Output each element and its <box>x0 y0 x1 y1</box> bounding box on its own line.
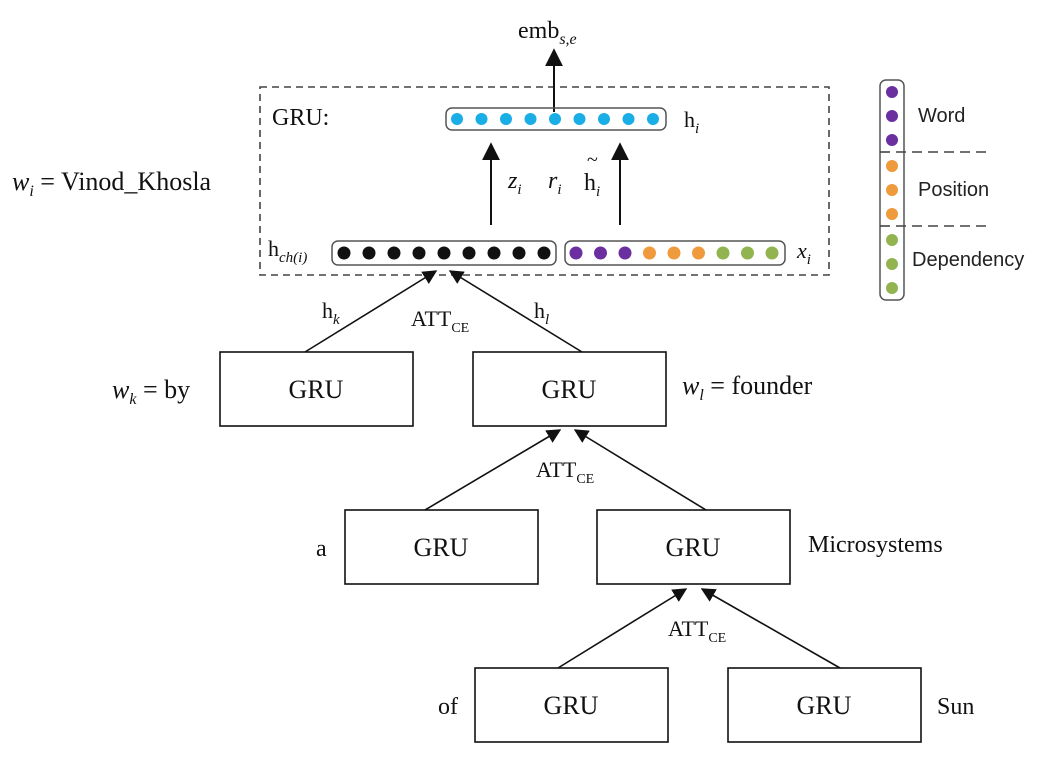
child-hidden-dot <box>362 246 376 260</box>
child-hidden-dot <box>462 246 476 260</box>
input-dot <box>667 246 681 260</box>
candidate-state-tilde: ~ <box>587 149 598 171</box>
hidden-state-dot <box>475 113 488 125</box>
gru-node-by <box>219 351 414 427</box>
child-hidden-dots <box>337 246 551 260</box>
candidate-state-label: hi <box>584 170 600 200</box>
edge-sun-to-microsystems <box>700 588 841 669</box>
edge-a-to-founder <box>424 429 562 511</box>
child-hidden-dot <box>512 246 526 260</box>
hidden-state-dot <box>500 113 512 125</box>
update-gate-label: zi <box>507 168 522 198</box>
input-label: xi <box>796 238 811 268</box>
hidden-state-dot <box>647 113 659 125</box>
legend-dot-dependency <box>886 282 898 294</box>
input-dot <box>643 246 656 260</box>
gru-node-microsystems <box>596 509 791 585</box>
child-hidden-label: hch(i) <box>268 236 307 266</box>
hidden-state-dot <box>451 113 463 125</box>
edge-founder-to-root <box>448 270 583 353</box>
legend-dot-dependency <box>886 234 898 246</box>
hidden-state-label: hi <box>684 107 699 137</box>
attention-label-3: ATTCE <box>668 616 726 646</box>
gru-node-by-label: GRU <box>289 375 344 404</box>
gru-block-title: GRU: <box>272 105 329 131</box>
edge-of-to-microsystems <box>557 588 688 669</box>
gru-node-of <box>474 667 669 743</box>
input-dot <box>716 246 730 260</box>
word-sun-label: Sun <box>937 694 974 720</box>
legend-dot-word <box>886 86 898 98</box>
hidden-state-dot <box>598 113 610 125</box>
gru-node-sun <box>727 667 922 743</box>
legend-dot-word <box>886 134 898 146</box>
child-hidden-dot <box>537 246 551 260</box>
hidden-state-dot <box>573 113 586 125</box>
root-word-label: wi = Vinod_Khosla <box>12 167 212 200</box>
input-dot <box>765 246 779 260</box>
child-hidden-dot <box>387 246 401 260</box>
legend-dot-position <box>886 160 898 172</box>
attention-label-2: ATTCE <box>536 457 594 487</box>
child-hidden-vector <box>331 240 557 266</box>
word-by-label: wk = by <box>112 375 190 408</box>
legend-word: Word <box>918 105 965 127</box>
hidden-state-dots <box>451 113 659 125</box>
input-vector <box>564 240 786 266</box>
legend-bar <box>879 79 905 301</box>
legend-dot-position <box>886 184 898 196</box>
gru-node-sun-label: GRU <box>797 691 852 720</box>
legend-dot-position <box>886 208 898 220</box>
edge-by-to-root <box>304 270 438 353</box>
hidden-state-dot <box>524 113 537 125</box>
input-dot <box>692 246 705 260</box>
gru-node-a-label: GRU <box>414 533 469 562</box>
legend-dot-word <box>886 110 898 122</box>
child-hidden-dot <box>487 246 501 260</box>
hidden-state-dot <box>549 113 561 125</box>
input-dot <box>569 246 583 260</box>
gru-cell-block <box>259 86 830 276</box>
legend-dots <box>886 86 898 294</box>
gru-node-of-label: GRU <box>544 691 599 720</box>
hk-label: hk <box>322 298 340 328</box>
word-microsystems-label: Microsystems <box>808 532 943 558</box>
input-dot <box>594 246 607 260</box>
hidden-state-vector <box>445 107 667 131</box>
gru-node-microsystems-label: GRU <box>666 533 721 562</box>
gru-node-a <box>344 509 539 585</box>
legend-dot-dependency <box>886 258 898 270</box>
embedding-label: embs,e <box>518 18 577 48</box>
gru-node-founder-label: GRU <box>542 375 597 404</box>
word-of-label: of <box>438 694 458 720</box>
word-founder-label: wl = founder <box>682 371 813 404</box>
child-hidden-dot <box>412 246 426 260</box>
gru-node-founder <box>472 351 667 427</box>
legend-dependency: Dependency <box>912 249 1024 271</box>
hidden-state-dot <box>622 113 635 125</box>
legend-position: Position <box>918 179 989 201</box>
child-hidden-dot <box>437 246 451 260</box>
input-dot <box>618 246 632 260</box>
input-dot <box>741 246 754 260</box>
attention-label-1: ATTCE <box>411 306 469 336</box>
reset-gate-label: ri <box>548 168 562 198</box>
edge-microsystems-to-founder <box>573 429 707 511</box>
hl-label: hl <box>534 298 549 328</box>
child-hidden-dot <box>337 246 351 260</box>
word-a-label: a <box>316 536 327 562</box>
input-dots <box>569 246 779 260</box>
